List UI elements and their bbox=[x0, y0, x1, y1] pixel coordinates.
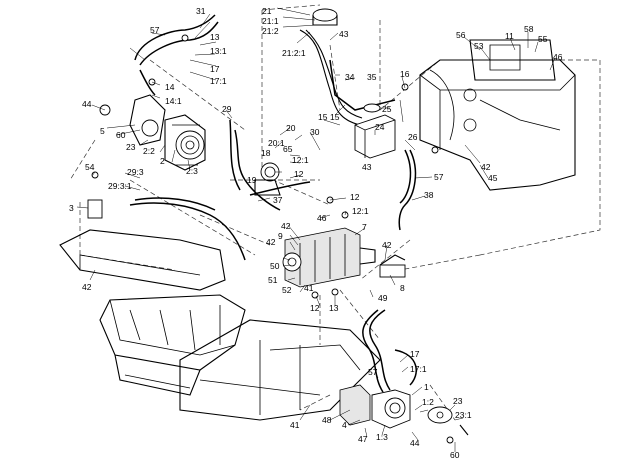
label: 60 bbox=[450, 450, 460, 460]
pump-assembly bbox=[129, 94, 206, 171]
label: 41 bbox=[290, 420, 300, 430]
label: 57 bbox=[434, 172, 444, 182]
label: 35 bbox=[367, 72, 377, 82]
label: 13:1 bbox=[210, 46, 227, 56]
label: 17 bbox=[410, 349, 420, 359]
label: 25 bbox=[382, 104, 392, 114]
label: 1:2 bbox=[422, 397, 434, 407]
label: 16 bbox=[400, 69, 410, 79]
label: 52 bbox=[282, 285, 292, 295]
label: 14 bbox=[165, 82, 175, 92]
label: 21:1 bbox=[262, 16, 279, 26]
label: 55 bbox=[538, 34, 548, 44]
label: 37 bbox=[273, 195, 283, 205]
label: 31 bbox=[196, 6, 206, 16]
label: 11 bbox=[505, 31, 514, 41]
label: 57 bbox=[150, 25, 160, 35]
label: 49 bbox=[378, 293, 388, 303]
label: 51 bbox=[268, 275, 278, 285]
lower-motor bbox=[339, 384, 469, 436]
hydraulic-reservoir bbox=[312, 8, 396, 159]
label: 29 bbox=[222, 104, 232, 114]
label: 15 bbox=[330, 112, 340, 122]
label: 20:1 bbox=[268, 138, 285, 148]
label: 23 bbox=[126, 142, 136, 152]
label: 13 bbox=[329, 303, 339, 313]
label: 41 bbox=[304, 283, 314, 293]
label: 7 bbox=[362, 222, 367, 232]
label: 30 bbox=[310, 127, 320, 137]
label: 17:1 bbox=[410, 364, 427, 374]
chassis bbox=[179, 319, 381, 421]
label: 17 bbox=[210, 64, 220, 74]
label: 2:3 bbox=[186, 166, 198, 176]
label: 26 bbox=[408, 132, 418, 142]
leader-lines bbox=[76, 7, 556, 452]
label: 45 bbox=[488, 173, 498, 183]
label: 17:1 bbox=[210, 76, 227, 86]
label: 42 bbox=[266, 237, 276, 247]
label: 1 bbox=[424, 382, 429, 392]
label: 42 bbox=[281, 221, 291, 231]
label: 4 bbox=[342, 420, 347, 430]
label: 14:1 bbox=[165, 96, 182, 106]
label: 23 bbox=[453, 396, 463, 406]
label: 24 bbox=[375, 122, 385, 132]
label: 2 bbox=[160, 156, 165, 166]
label: 21 bbox=[262, 6, 272, 16]
label: 29:3:1 bbox=[108, 181, 132, 191]
label: 12 bbox=[310, 303, 320, 313]
label: 12:1 bbox=[352, 206, 369, 216]
label: 12 bbox=[294, 169, 304, 179]
label: 21:2 bbox=[262, 26, 279, 36]
label: 3 bbox=[69, 203, 74, 213]
label: 47 bbox=[358, 434, 368, 444]
label: 2:2 bbox=[143, 146, 155, 156]
label: 1:3 bbox=[376, 432, 388, 442]
label: 54 bbox=[85, 162, 95, 172]
label: 21:2:1 bbox=[282, 48, 306, 58]
label: 18 bbox=[261, 148, 271, 158]
label: 46 bbox=[317, 213, 327, 223]
label: 23:1 bbox=[455, 410, 472, 420]
label: 58 bbox=[524, 24, 534, 34]
center-pump bbox=[254, 162, 376, 288]
label: 44 bbox=[82, 99, 92, 109]
label: 60 bbox=[116, 130, 126, 140]
label: 15 bbox=[318, 112, 328, 122]
label: 38 bbox=[424, 190, 434, 200]
label: 43 bbox=[362, 162, 372, 172]
label: 48 bbox=[322, 415, 332, 425]
label: 44 bbox=[410, 438, 420, 448]
label: 9 bbox=[278, 231, 283, 241]
part-labels: 21 21:1 21:2 43 21:2:1 31 57 13 13:1 17 … bbox=[69, 6, 563, 460]
label: 53 bbox=[474, 41, 484, 51]
label: 8 bbox=[400, 283, 405, 293]
label: 50 bbox=[270, 261, 280, 271]
label: 13 bbox=[210, 32, 220, 42]
label: 12 bbox=[350, 192, 360, 202]
label: 34 bbox=[345, 72, 355, 82]
label: 19 bbox=[247, 175, 257, 185]
label: 42 bbox=[82, 282, 92, 292]
dashed-reference-lines bbox=[69, 4, 601, 421]
label: 42 bbox=[481, 162, 491, 172]
label: 20 bbox=[286, 123, 296, 133]
label: 57 bbox=[368, 367, 378, 377]
label: 56 bbox=[456, 30, 466, 40]
label: 43 bbox=[339, 29, 349, 39]
label: 42 bbox=[382, 240, 392, 250]
hydraulic-hoses bbox=[129, 14, 417, 393]
label: 12:1 bbox=[292, 155, 309, 165]
right-frame bbox=[419, 39, 576, 191]
label: 46 bbox=[553, 52, 563, 62]
hopper bbox=[59, 229, 246, 396]
label: 29:3 bbox=[127, 167, 144, 177]
label: 65 bbox=[283, 144, 293, 154]
label: 5 bbox=[100, 126, 105, 136]
